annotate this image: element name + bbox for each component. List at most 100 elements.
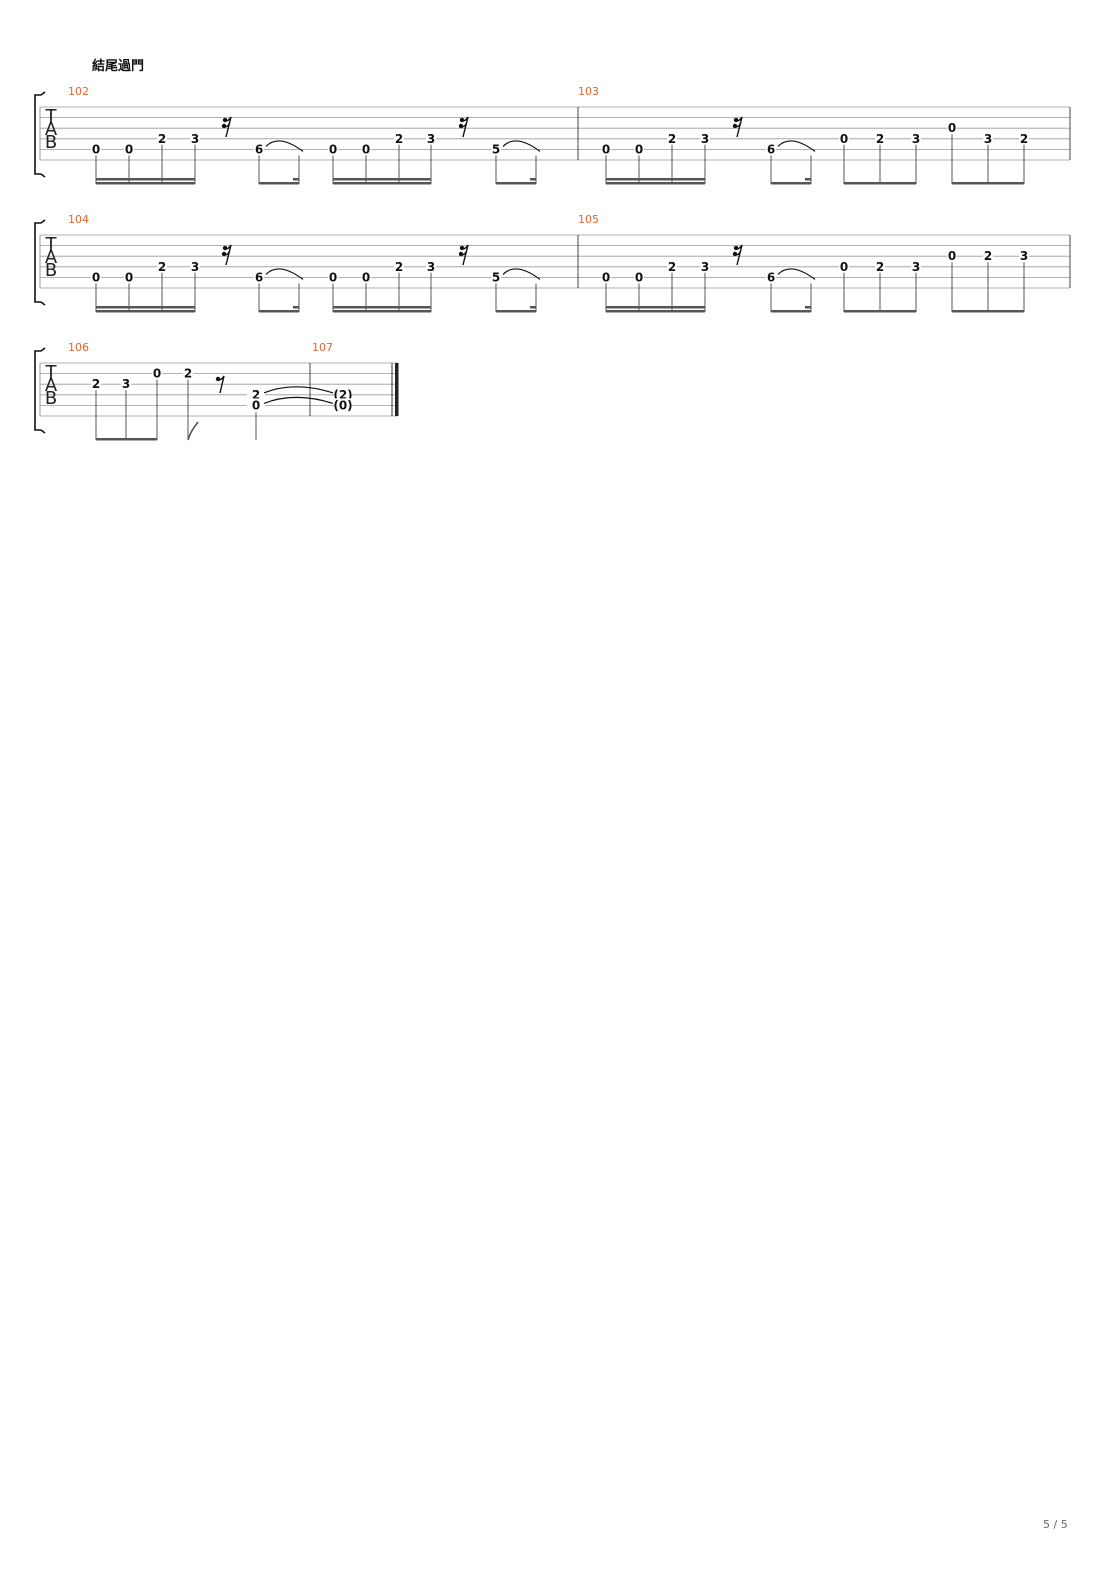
fret-number: 5 [492, 142, 500, 156]
beam [259, 310, 299, 313]
fret-number: 3 [191, 132, 199, 146]
fret-mask [875, 131, 885, 144]
fret-mask [254, 142, 264, 155]
fret-mask [947, 249, 957, 262]
tab-clef-letter: A [45, 119, 58, 140]
fret-mask [491, 270, 501, 283]
fret-number: 6 [255, 270, 263, 284]
fret-mask [875, 259, 885, 272]
note-group: 20 [247, 386, 334, 440]
partial-beam [530, 306, 536, 309]
fret-number: 0 [125, 270, 133, 284]
note-group: 6 [254, 140, 304, 185]
rest-stroke [734, 250, 742, 256]
fret-number: 0 [948, 249, 956, 263]
fret-mask [766, 270, 776, 283]
rest-stroke [460, 250, 468, 256]
rest-stroke [223, 122, 231, 128]
fret-mask [426, 131, 436, 144]
fret-mask [328, 270, 338, 283]
beam [771, 310, 811, 313]
tie-arc [265, 268, 304, 280]
fret-mask [634, 270, 644, 283]
rest-stroke [217, 375, 225, 394]
fret-mask [247, 398, 265, 411]
fret-number: (2) [333, 388, 352, 402]
tab-clef-letter: T [45, 362, 58, 383]
beam [333, 306, 431, 309]
fret-number: 2 [876, 132, 884, 146]
fret-mask [700, 259, 710, 272]
fret-number: 2 [252, 388, 260, 402]
fret-mask [491, 142, 501, 155]
fret-mask [157, 259, 167, 272]
fret-mask [334, 398, 352, 411]
fret-mask [361, 270, 371, 283]
partial-beam [530, 178, 536, 181]
system-bracket [34, 94, 41, 175]
fret-mask [91, 377, 101, 390]
fret-number: 3 [427, 260, 435, 274]
beam [333, 310, 431, 313]
rest-stroke [461, 244, 469, 266]
fret-number: 6 [767, 142, 775, 156]
fret-number: (0) [333, 398, 352, 412]
beam [333, 182, 431, 185]
fret-mask [183, 366, 193, 379]
system-bracket [34, 222, 41, 303]
fret-number: 0 [125, 142, 133, 156]
bracket-tip [40, 91, 46, 96]
fret-mask [983, 131, 993, 144]
fret-number: 2 [668, 132, 676, 146]
tie-arc [263, 396, 334, 404]
fret-number: 0 [362, 142, 370, 156]
section-title: 結尾過門 [92, 59, 145, 74]
rest-stroke [735, 116, 743, 138]
fret-number: 2 [395, 132, 403, 146]
beam [96, 178, 195, 181]
tab-clef-letter: B [45, 388, 57, 409]
fret-number: 0 [635, 142, 643, 156]
fret-number: 2 [92, 377, 100, 391]
measure-number: 106 [68, 341, 89, 354]
rest-stroke [223, 250, 231, 256]
fret-number: 0 [252, 398, 260, 412]
measure-number: 103 [578, 85, 599, 98]
fret-number: 2 [984, 249, 992, 263]
fret-mask [190, 131, 200, 144]
fret-number: 3 [1020, 249, 1028, 263]
fret-number: 2 [158, 132, 166, 146]
fret-mask [394, 131, 404, 144]
partial-beam [293, 306, 299, 309]
fret-number: 5 [492, 270, 500, 284]
fret-number: 0 [635, 270, 643, 284]
rest [458, 244, 469, 266]
note-group: 2 [183, 366, 199, 441]
fret-number: 2 [876, 260, 884, 274]
note-group: 6 [766, 140, 816, 185]
fret-number: 2 [1020, 132, 1028, 146]
tie-arc [265, 140, 304, 152]
partial-beam [805, 178, 811, 181]
beam [96, 310, 195, 313]
fret-mask [667, 259, 677, 272]
beam [844, 310, 916, 313]
beam [96, 438, 157, 441]
fret-mask [634, 142, 644, 155]
fret-number: 6 [255, 142, 263, 156]
fret-mask [911, 131, 921, 144]
fret-number: 0 [92, 270, 100, 284]
beam [606, 306, 705, 309]
rest-stroke [224, 116, 232, 138]
fret-number: 2 [158, 260, 166, 274]
fret-number: 3 [912, 132, 920, 146]
beam [844, 182, 916, 185]
fret-mask [947, 121, 957, 134]
